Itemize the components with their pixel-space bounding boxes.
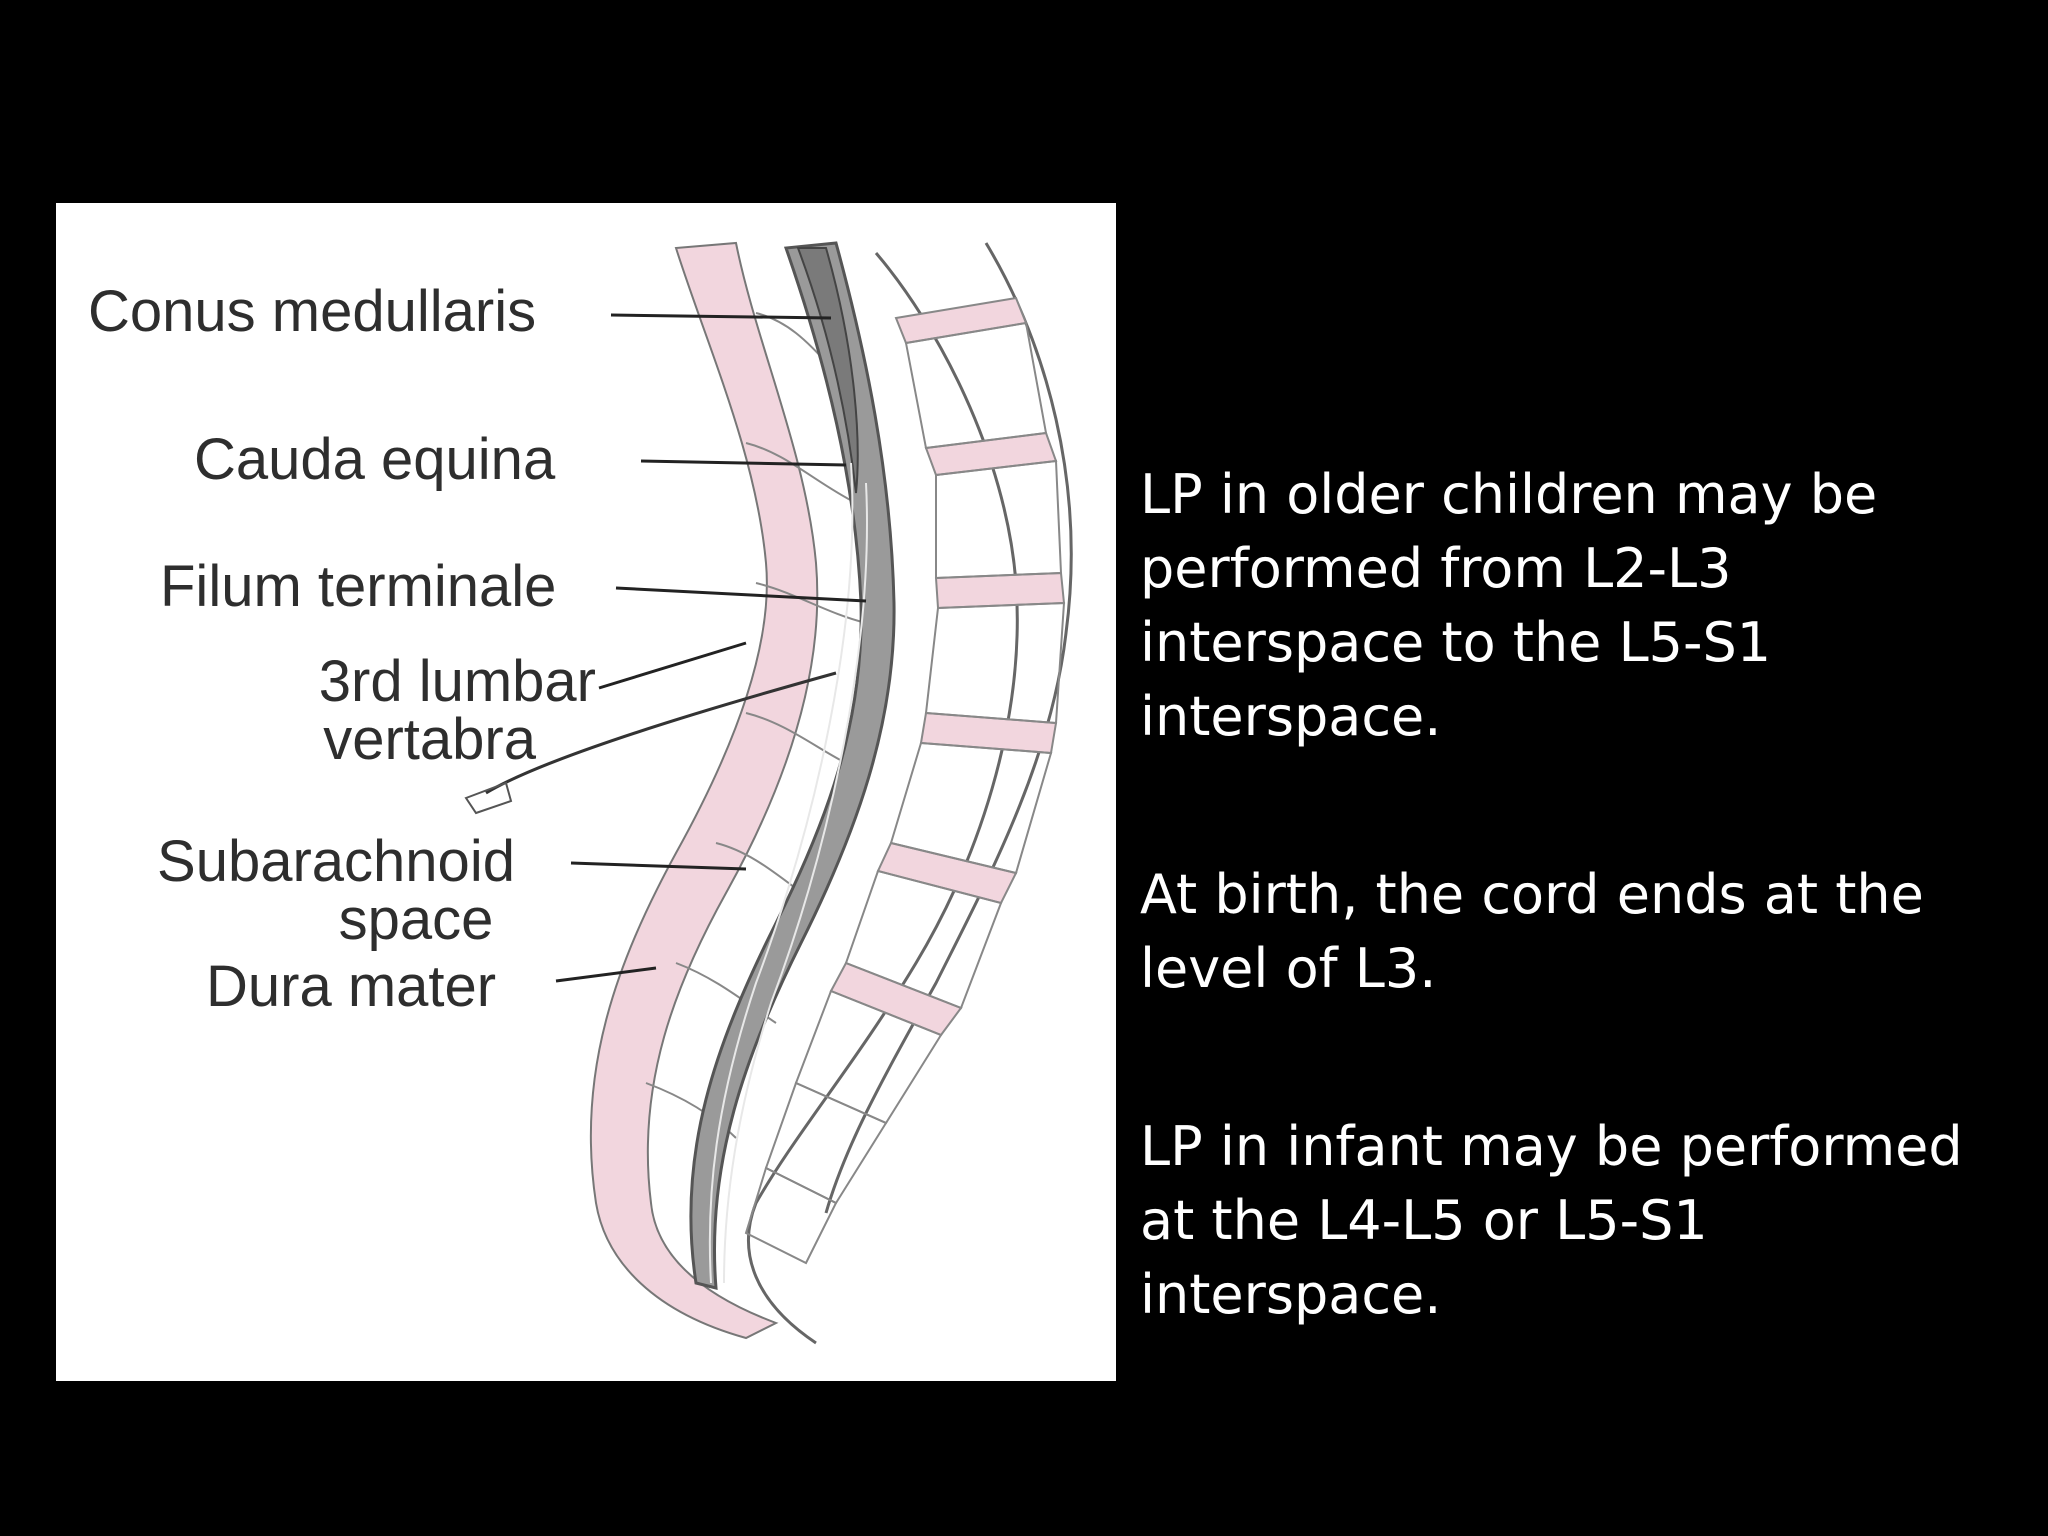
label-3rd-lumbar-line2: vertabra: [323, 707, 536, 772]
pointer-dura-mater: [555, 966, 657, 983]
label-subarachnoid-space: Subarachnoid space: [136, 833, 536, 949]
lumbar-puncture-needle: [485, 671, 837, 795]
label-pointer-lines: [555, 313, 867, 983]
pointer-subarachnoid: [570, 861, 747, 871]
explanation-text: LP in older children may be performed fr…: [1140, 458, 2000, 754]
needle-hub: [464, 781, 513, 815]
explanation-text-2: At birth, the cord ends at the level of …: [1140, 858, 2000, 1006]
spine-diagram: [464, 241, 1073, 1345]
pointer-cauda-equina: [640, 459, 847, 467]
spine-diagram-panel: Conus medullaris Cauda equina Filum term…: [56, 203, 1116, 1381]
paragraph-older-children: LP in older children may be performed fr…: [1140, 463, 1878, 748]
label-conus-medullaris: Conus medullaris: [88, 279, 537, 344]
pointer-conus-medullaris: [610, 313, 832, 320]
label-3rd-lumbar-line1: 3rd lumbar: [318, 649, 596, 714]
spinal-cord: [796, 247, 859, 494]
pointer-3rd-lumbar: [598, 641, 747, 690]
label-filum-terminale: Filum terminale: [160, 554, 557, 619]
paragraph-at-birth: At birth, the cord ends at the level of …: [1140, 863, 1924, 1000]
label-subarachnoid-line1: Subarachnoid: [157, 829, 515, 894]
posterior-tissue-band: [589, 241, 819, 1340]
paragraph-infant: LP in infant may be performed at the L4-…: [1140, 1115, 1963, 1326]
explanation-text-3: LP in infant may be performed at the L4-…: [1140, 1110, 2000, 1332]
label-subarachnoid-line2: space: [338, 887, 494, 952]
label-3rd-lumbar-vertabra: 3rd lumbar vertabra: [256, 653, 596, 769]
vertebral-column-front: [824, 242, 1073, 1214]
label-cauda-equina: Cauda equina: [194, 427, 556, 492]
cauda-equina-roots: [708, 462, 868, 1284]
vertebra-outlines: [744, 321, 1066, 1265]
label-dura-mater: Dura mater: [206, 954, 497, 1019]
pointer-filum-terminale: [615, 586, 867, 603]
